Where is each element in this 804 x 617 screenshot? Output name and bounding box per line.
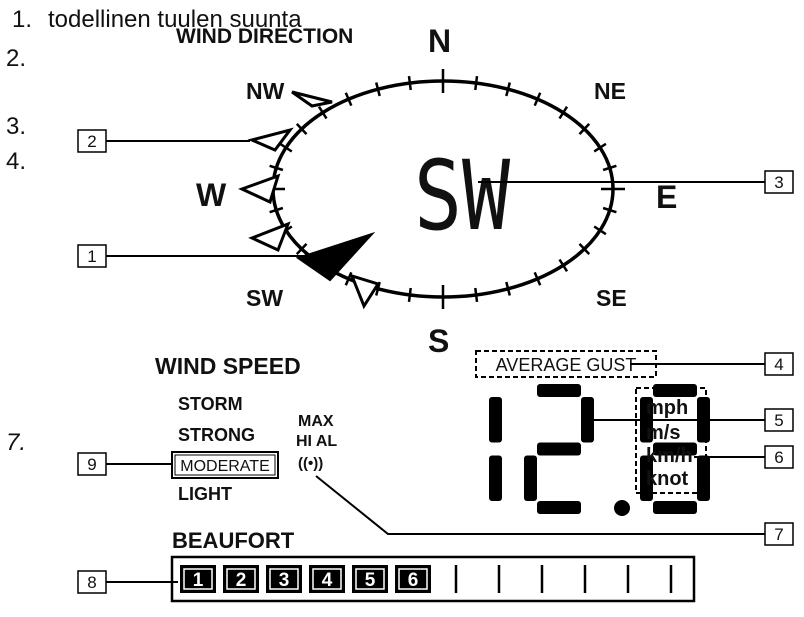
digit-segment [537,384,581,397]
history-arrow-w [238,173,281,205]
compass-tick [295,243,308,255]
beaufort-cell-label: 6 [408,570,419,591]
compass-tick [593,225,607,236]
callout-8: 8 [87,573,96,592]
history-arrow-nw [291,90,333,108]
compass-tick [505,281,512,296]
wind-speed-title: WIND SPEED [155,353,301,379]
list-num-4: 4. [6,148,26,175]
digit-segment [537,501,581,514]
compass: WIND DIRECTION N NE NW E W SE SW S SW [176,23,677,359]
callout-6: 6 [774,448,783,467]
leader-7 [315,475,765,535]
unit-mph: mph [646,397,688,419]
digit-segment [653,442,697,456]
center-direction-reading: SW [414,140,511,252]
list-num-3: 3. [6,113,26,140]
compass-w: W [196,177,227,213]
compass-tick [558,258,569,272]
digit-segment [581,397,594,443]
compass-tick [558,106,569,120]
compass-tick [474,75,479,91]
wind-speed-section: WIND SPEED STORM STRONG MODERATE LIGHT M… [155,350,710,516]
history-arrow-wnw [247,127,294,152]
compass-tick [505,82,512,97]
compass-tick [269,206,284,214]
beaufort-cell-label: 2 [236,570,247,591]
compass-title: WIND DIRECTION [176,25,353,48]
unit-ms: m/s [646,422,680,444]
compass-tick [593,142,607,153]
alarm-max: MAX [298,413,334,430]
list-num-7: 7. [6,429,26,456]
compass-e: E [656,179,677,215]
compass-s: S [428,323,449,359]
units-frame [635,387,707,494]
digit-segment [524,455,537,501]
callout-5: 5 [774,411,783,430]
compass-tick [407,75,412,91]
compass-tick [602,164,617,172]
beaufort-title: BEAUFORT [172,528,295,553]
digit-segment [489,455,502,501]
compass-se: SE [596,285,627,311]
compass-tick [317,106,328,120]
compass-tick [295,123,308,135]
beaufort-cell-label: 5 [365,570,376,591]
digit-segment [653,501,697,514]
compass-tick [407,287,412,303]
compass-tick [374,82,381,97]
compass-tick [279,142,293,153]
beaufort-cell-label: 3 [279,570,290,591]
list-num-2: 2. [6,45,26,72]
beaufort-cell-label: 1 [193,570,204,591]
history-arrow-ssw [349,273,381,310]
compass-nw: NW [246,78,285,104]
numbered-list: 1. todellinen tuulen suunta 2. 3. 4. 7. [6,6,302,456]
level-strong: STRONG [178,425,255,445]
compass-tick [533,271,542,286]
digit-segment [697,455,710,501]
beaufort-cell-label: 4 [322,570,333,591]
compass-tick [344,92,353,107]
level-storm: STORM [178,394,243,414]
callout-4: 4 [774,355,783,374]
compass-tick [602,206,617,214]
alarm-hi-al: HI AL [296,433,337,450]
digit-segment [653,384,697,397]
callout-7: 7 [774,525,783,544]
compass-tick [533,92,542,107]
compass-sw: SW [246,285,283,311]
decimal-point [614,500,630,516]
callout-boxes: 1 2 3 4 5 6 7 8 9 [77,129,794,594]
digit-segment [537,442,581,456]
compass-tick [578,243,591,255]
compass-ne: NE [594,78,626,104]
beaufort-section: BEAUFORT 1 2 3 4 5 6 [170,528,696,603]
unit-kmh: km/h [646,445,693,467]
history-arrow-wsw [248,221,291,253]
beaufort-cells: 1 2 3 4 5 6 [180,565,673,593]
unit-knot: knot [646,468,689,490]
digit-segment [489,397,502,443]
callout-1: 1 [87,247,96,266]
current-wind-arrow [295,231,376,282]
compass-tick [474,287,479,303]
compass-tick [269,164,284,172]
mode-label: AVERAGE GUST [496,355,637,375]
digit-segment [640,455,653,501]
callout-3: 3 [774,173,783,192]
alarm-signal-icon: ((•)) [298,455,323,472]
compass-tick [578,123,591,135]
level-light: LIGHT [178,484,232,504]
compass-n: N [428,23,451,59]
list-num-1: 1. [12,6,32,33]
level-moderate: MODERATE [180,458,269,475]
list-text-1: todellinen tuulen suunta [48,6,302,33]
callout-2: 2 [87,132,96,151]
callout-lines [106,140,765,583]
callout-9: 9 [87,455,96,474]
